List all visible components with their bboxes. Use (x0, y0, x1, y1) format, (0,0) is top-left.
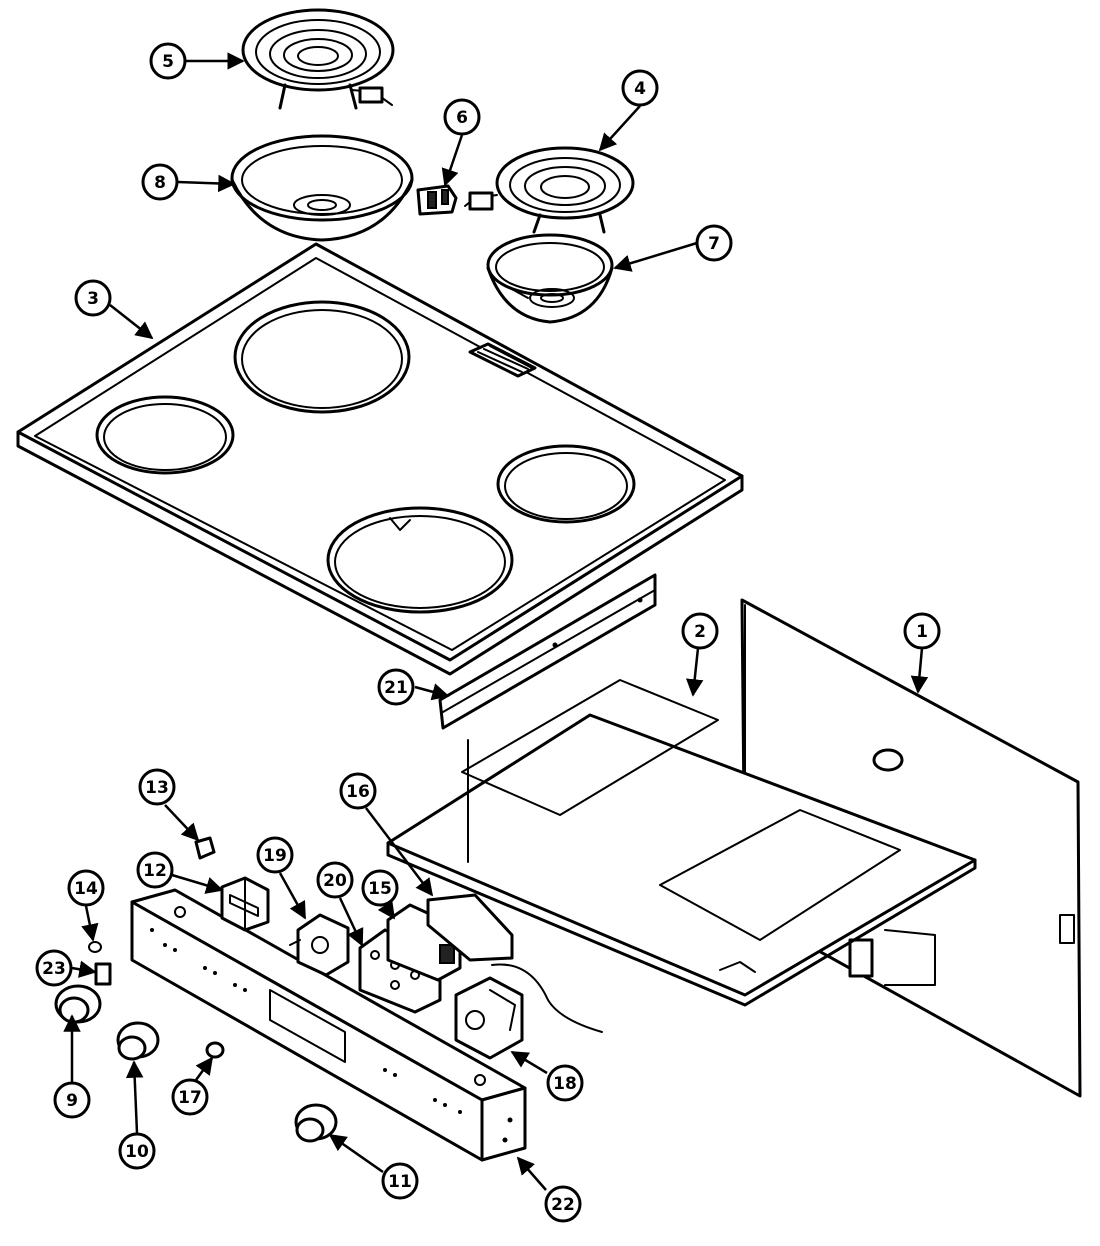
bracket-16 (426, 893, 514, 962)
callout-8: 8 (141, 163, 179, 201)
svg-text:16: 16 (346, 782, 370, 802)
svg-text:6: 6 (456, 108, 468, 128)
terminal-block (416, 184, 458, 216)
svg-text:22: 22 (551, 1195, 575, 1215)
svg-text:20: 20 (323, 871, 347, 891)
knob-17 (205, 1041, 225, 1059)
callout-3: 3 (74, 279, 112, 317)
svg-text:19: 19 (263, 846, 287, 866)
svg-text:18: 18 (553, 1074, 577, 1094)
knob-9 (54, 984, 102, 1024)
svg-text:12: 12 (143, 861, 167, 881)
main-top (16, 242, 744, 676)
large-surface-element (241, 8, 395, 110)
callout-16: 16 (339, 772, 377, 810)
callout-18: 18 (546, 1064, 584, 1102)
svg-text:3: 3 (87, 289, 99, 309)
callout-13: 13 (138, 768, 176, 806)
svg-text:13: 13 (145, 778, 169, 798)
callout-4: 4 (621, 69, 659, 107)
svg-text:9: 9 (66, 1091, 78, 1111)
callout-15: 15 (361, 869, 399, 907)
small-surface-element (464, 146, 635, 234)
callout-10: 10 (118, 1132, 156, 1170)
svg-text:1: 1 (916, 622, 928, 642)
svg-text:15: 15 (368, 879, 392, 899)
callout-12: 12 (136, 851, 174, 889)
trim-strip (438, 573, 657, 730)
knob-10 (116, 1021, 160, 1061)
knob-11 (294, 1103, 338, 1143)
callout-22: 22 (544, 1185, 582, 1223)
svg-text:14: 14 (74, 879, 98, 899)
lamp-14 (88, 941, 102, 953)
callout-1: 1 (903, 612, 941, 650)
callout-6: 6 (443, 98, 481, 136)
callout-21: 21 (377, 668, 415, 706)
leader-lines (63, 52, 929, 1191)
callout-19: 19 (256, 836, 294, 874)
small-drip-bowl (486, 233, 614, 324)
callout-23: 23 (35, 949, 73, 987)
oven-control-18 (454, 963, 603, 1060)
switch-19 (289, 913, 350, 977)
large-drip-bowl (230, 134, 414, 242)
switch-23 (94, 962, 112, 986)
svg-text:5: 5 (162, 52, 174, 72)
callout-20: 20 (316, 861, 354, 899)
svg-text:7: 7 (708, 234, 720, 254)
svg-text:4: 4 (634, 79, 646, 99)
svg-text:11: 11 (388, 1172, 412, 1192)
callout-5: 5 (149, 42, 187, 80)
callout-14: 14 (67, 869, 105, 907)
svg-text:2: 2 (694, 622, 706, 642)
svg-text:21: 21 (384, 678, 408, 698)
callout-2: 2 (681, 612, 719, 650)
switch-12 (220, 876, 270, 932)
callout-7: 7 (695, 224, 733, 262)
indicator-lamp-13 (194, 836, 216, 860)
callout-9: 9 (53, 1081, 91, 1119)
lower-panel (386, 679, 977, 1007)
svg-text:8: 8 (154, 173, 166, 193)
callout-11: 11 (381, 1162, 419, 1200)
control-panel (130, 888, 527, 1162)
svg-text:10: 10 (125, 1142, 149, 1162)
callout-17: 17 (171, 1078, 209, 1116)
svg-text:17: 17 (178, 1088, 202, 1108)
svg-text:23: 23 (42, 959, 66, 979)
